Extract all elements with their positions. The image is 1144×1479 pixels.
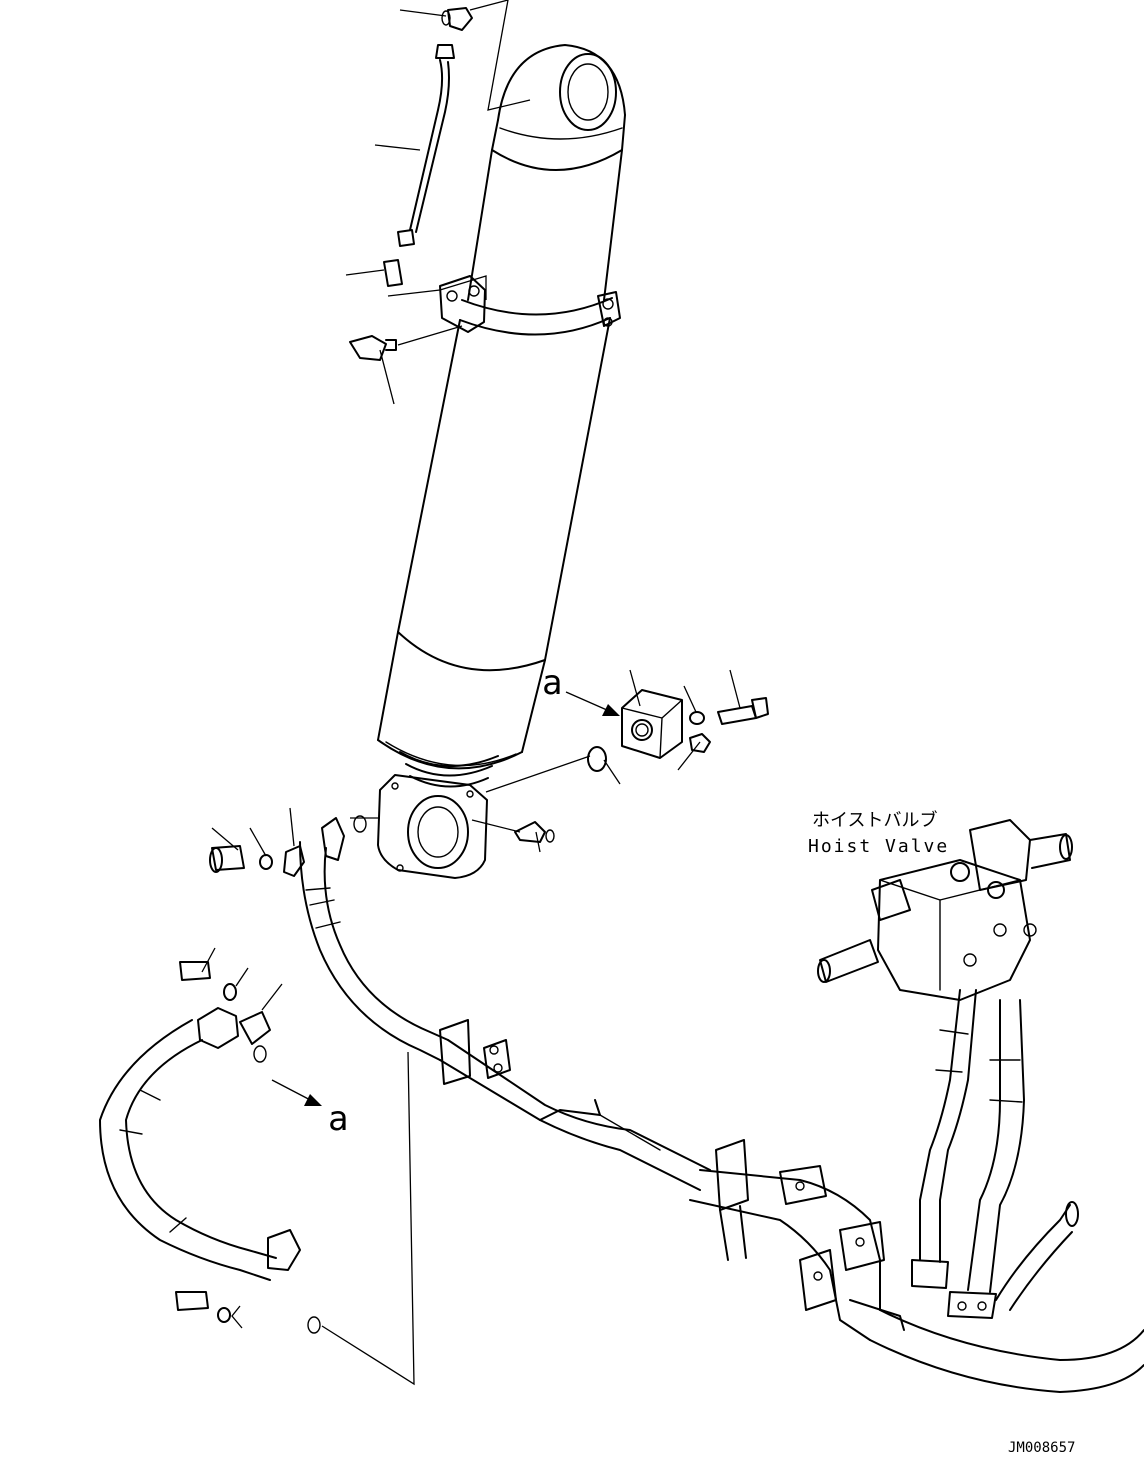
hoist-valve-label-en: Hoist Valve [808,836,949,857]
reference-arrow-a-upper [565,691,620,716]
hoist-valve-label-jp: ホイストバルブ [812,809,937,831]
hoist-valve [817,819,1073,1001]
reference-arrow-a-lower [271,1079,322,1106]
ref-letter-a-upper: a [542,663,562,703]
hoist-cylinder [377,44,626,879]
grease-line [349,7,473,361]
drawing-number: JM008657 [1008,1440,1075,1456]
flange-block [587,689,769,772]
lower-left-hose [99,961,321,1334]
ref-letter-a-lower: a [328,1099,348,1139]
leader-lines [201,0,741,1386]
valve-hoses [689,989,1144,1393]
main-hose [299,841,711,1191]
